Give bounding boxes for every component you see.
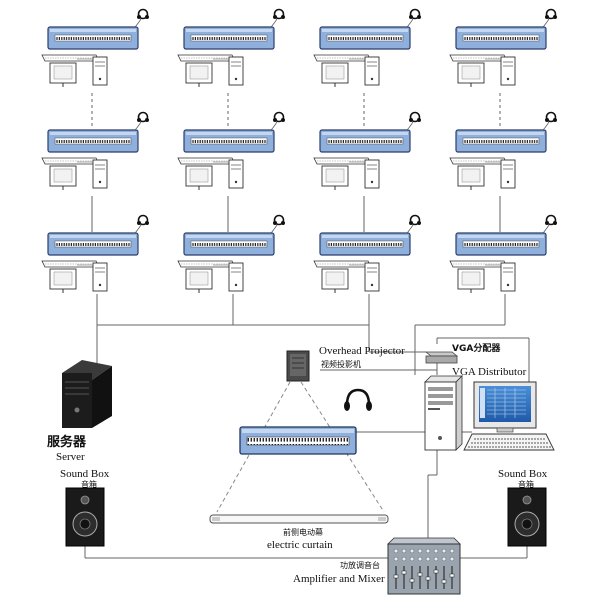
curtain-label-cn: 前侧电动幕 — [283, 528, 323, 537]
workstation-1-2 — [177, 8, 286, 88]
vga-distributor-icon — [424, 351, 459, 364]
sound-box-right-label: Sound Box — [498, 468, 548, 480]
mixer-icon — [387, 537, 461, 595]
server-label: Server — [56, 451, 85, 463]
workstation-3-1 — [41, 214, 150, 294]
workstation-3-4 — [449, 214, 558, 294]
headphones-icon — [344, 388, 372, 411]
speaker-right-icon — [507, 487, 547, 547]
amp-label-cn: 功放调音台 — [340, 561, 380, 570]
curtain-label: electric curtain — [267, 539, 333, 551]
teacher-keyboard — [239, 426, 357, 455]
projector-label-cn: 视频投影机 — [321, 360, 361, 369]
workstation-1-3 — [313, 8, 422, 88]
vga-label: VGA Distributor — [452, 366, 527, 378]
workstation-3-3 — [313, 214, 422, 294]
teacher-monitor — [473, 381, 537, 433]
server-label-cn: 服务器 — [47, 435, 87, 450]
projector-label: Overhead Projector — [319, 345, 405, 357]
amp-label: Amplifier and Mixer — [293, 573, 385, 585]
sound-box-left-label-cn: 音箱 — [81, 480, 97, 489]
workstation-3-2 — [177, 214, 286, 294]
teacher-keyboard-pc — [463, 433, 555, 451]
projector-icon — [286, 350, 310, 382]
sound-box-right-label-cn: 音箱 — [518, 480, 534, 489]
row-links-solid — [91, 196, 501, 232]
speaker-left-icon — [65, 487, 105, 547]
workstation-2-1 — [41, 111, 150, 191]
workstation-1-1 — [41, 8, 150, 88]
network-lines — [84, 294, 530, 559]
workstation-1-4 — [449, 8, 558, 88]
row-links — [91, 93, 501, 126]
sound-box-left-label: Sound Box — [60, 468, 110, 480]
electric-curtain — [209, 514, 389, 524]
teacher-pc-tower — [424, 375, 463, 451]
workstation-2-2 — [177, 111, 286, 191]
vga-label-cn: VGA分配器 — [452, 344, 501, 354]
workstation-grid — [41, 8, 558, 294]
workstation-2-4 — [449, 111, 558, 191]
workstation-2-3 — [313, 111, 422, 191]
server-icon — [62, 360, 112, 428]
